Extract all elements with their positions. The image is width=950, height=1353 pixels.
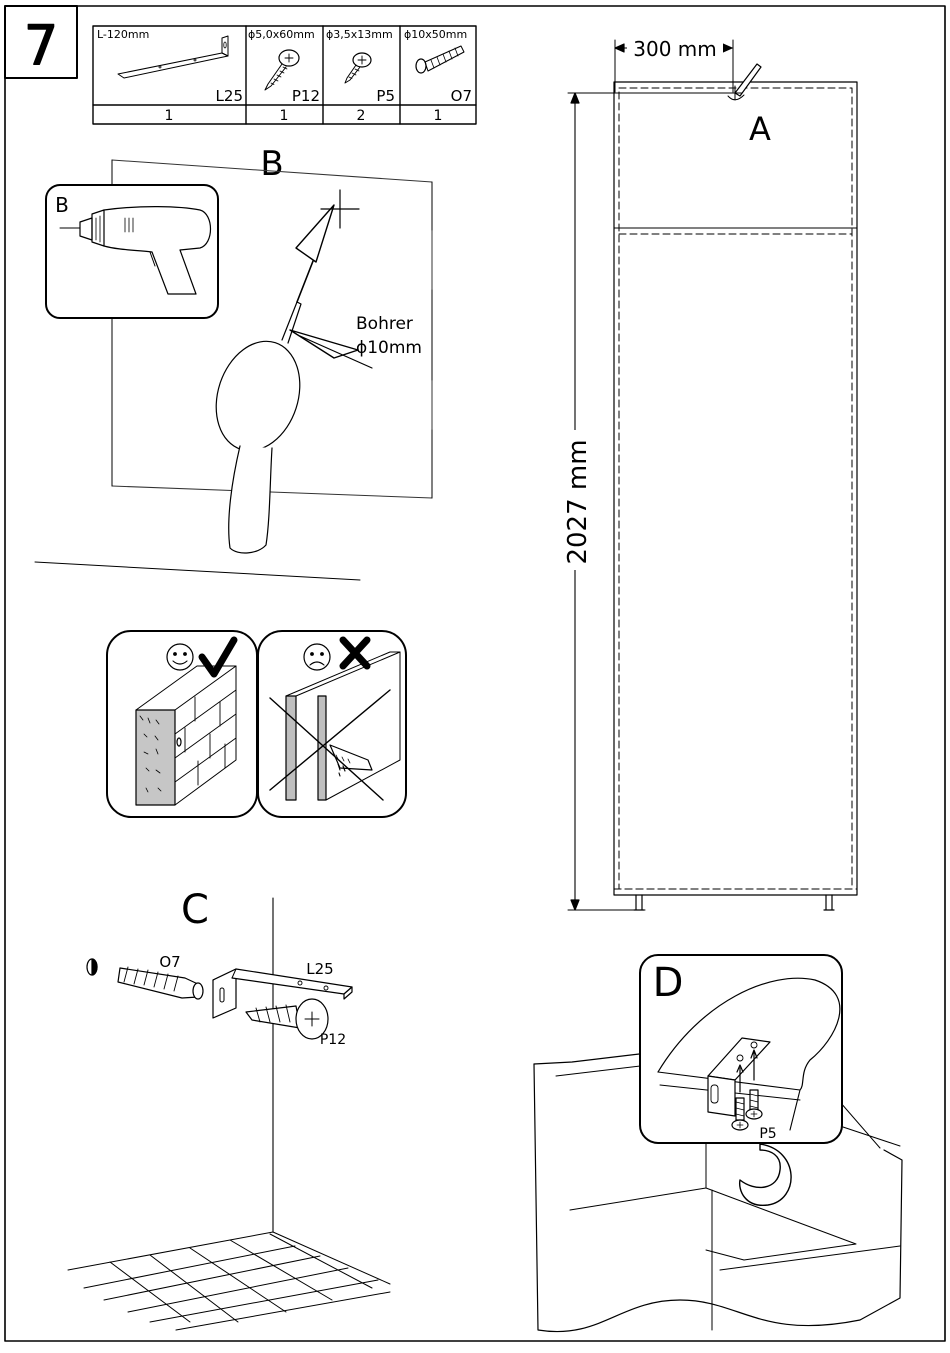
part-code-p12: P12 [292,87,320,105]
drill-top-view [203,302,314,553]
step-number-box: 7 7 [5,6,77,78]
short-screw-icon [345,53,371,83]
part-code-l25: L25 [216,87,243,105]
bracket-code-label: L25 [306,960,333,978]
part-spec-p12: ɸ5,0x60mm [248,28,315,41]
wall-type-bad-panel [258,631,406,817]
wall-plug-o7 [118,967,203,999]
step-number-outline: 7 [24,14,58,77]
screw-p12 [246,999,328,1039]
section-c-label: C [181,887,209,933]
part-qty-p5: 2 [357,108,366,124]
section-b-label: B [260,144,283,184]
part-spec-l25: L-120mm [97,28,149,41]
part-code-p5: P5 [376,87,395,105]
part-spec-o7: ɸ10x50mm [404,28,467,41]
wall-type-good-panel [107,631,257,817]
frown-icon [304,644,330,670]
drill-label: Bohrer [356,314,413,334]
check-icon [202,640,234,674]
long-screw-icon [265,50,299,90]
drill-tool-inset: B [46,185,218,318]
screw-code-label: P12 [320,1032,346,1048]
section-b-drilling: B B [35,144,432,580]
part-qty-p12: 1 [280,108,289,124]
plug-code-label: O7 [159,953,180,971]
section-a-cabinet: A 300 mm 2027 mm [560,36,857,910]
section-d-label: D [653,960,684,1006]
parts-table: L-120mm ɸ5,0x60mm ɸ3,5x13mm ɸ10x50mm [93,26,476,124]
part-spec-p5: ɸ3,5x13mm [326,28,393,41]
width-dimension: 300 mm [633,37,717,61]
part-qty-l25: 1 [165,108,174,124]
height-dimension: 2027 mm [563,439,593,564]
p5-code-label: P5 [759,1126,776,1142]
section-a-label: A [749,110,771,148]
section-d-cabinet-fix: D P5 [534,955,902,1332]
part-qty-o7: 1 [434,108,443,124]
wall-plug-icon [416,46,464,73]
inset-b-label: B [55,193,69,217]
cross-icon [343,640,367,666]
part-code-o7: O7 [451,87,472,105]
angle-bracket-icon [118,36,228,78]
drill-size: ɸ10mm [356,338,422,358]
brick-wall [136,666,236,805]
plasterboard-wall [270,652,400,800]
floor-tiles [68,1232,390,1330]
section-c-wall-bracket: C O7 L25 [68,887,390,1330]
smiley-icon [167,644,193,670]
floor-line [35,562,360,580]
